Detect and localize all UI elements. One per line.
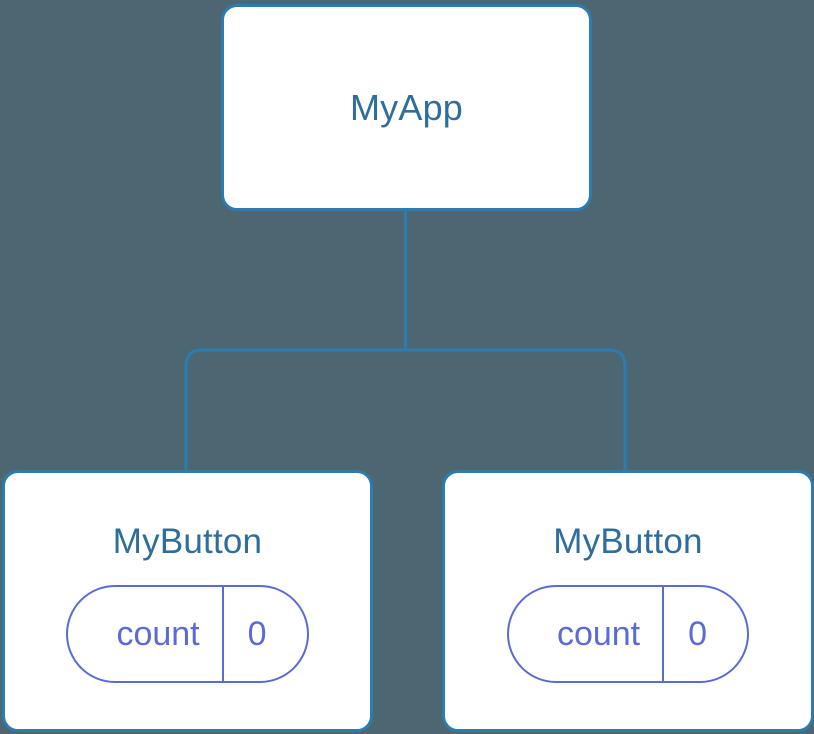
state-value-left: 0 bbox=[221, 587, 307, 682]
node-mybutton-right[interactable]: MyButton count 0 bbox=[442, 470, 814, 732]
state-pill-wrap-left: count 0 bbox=[66, 585, 309, 684]
edge-to-right-child bbox=[405, 348, 627, 472]
edge-to-left-child bbox=[184, 348, 406, 472]
state-pill-left[interactable]: count 0 bbox=[66, 585, 309, 684]
node-title-mybutton-left: MyButton bbox=[112, 521, 263, 561]
state-pill-right[interactable]: count 0 bbox=[506, 585, 750, 684]
node-mybutton-left[interactable]: MyButton count 0 bbox=[2, 470, 373, 732]
state-key-left: count bbox=[116, 615, 200, 654]
node-myapp[interactable]: MyApp bbox=[221, 4, 592, 211]
state-value-right: 0 bbox=[662, 587, 747, 682]
node-title-myapp: MyApp bbox=[349, 86, 464, 128]
node-title-mybutton-right: MyButton bbox=[553, 521, 703, 561]
state-pill-wrap-right: count 0 bbox=[506, 585, 750, 684]
state-key-right: count bbox=[556, 615, 641, 654]
